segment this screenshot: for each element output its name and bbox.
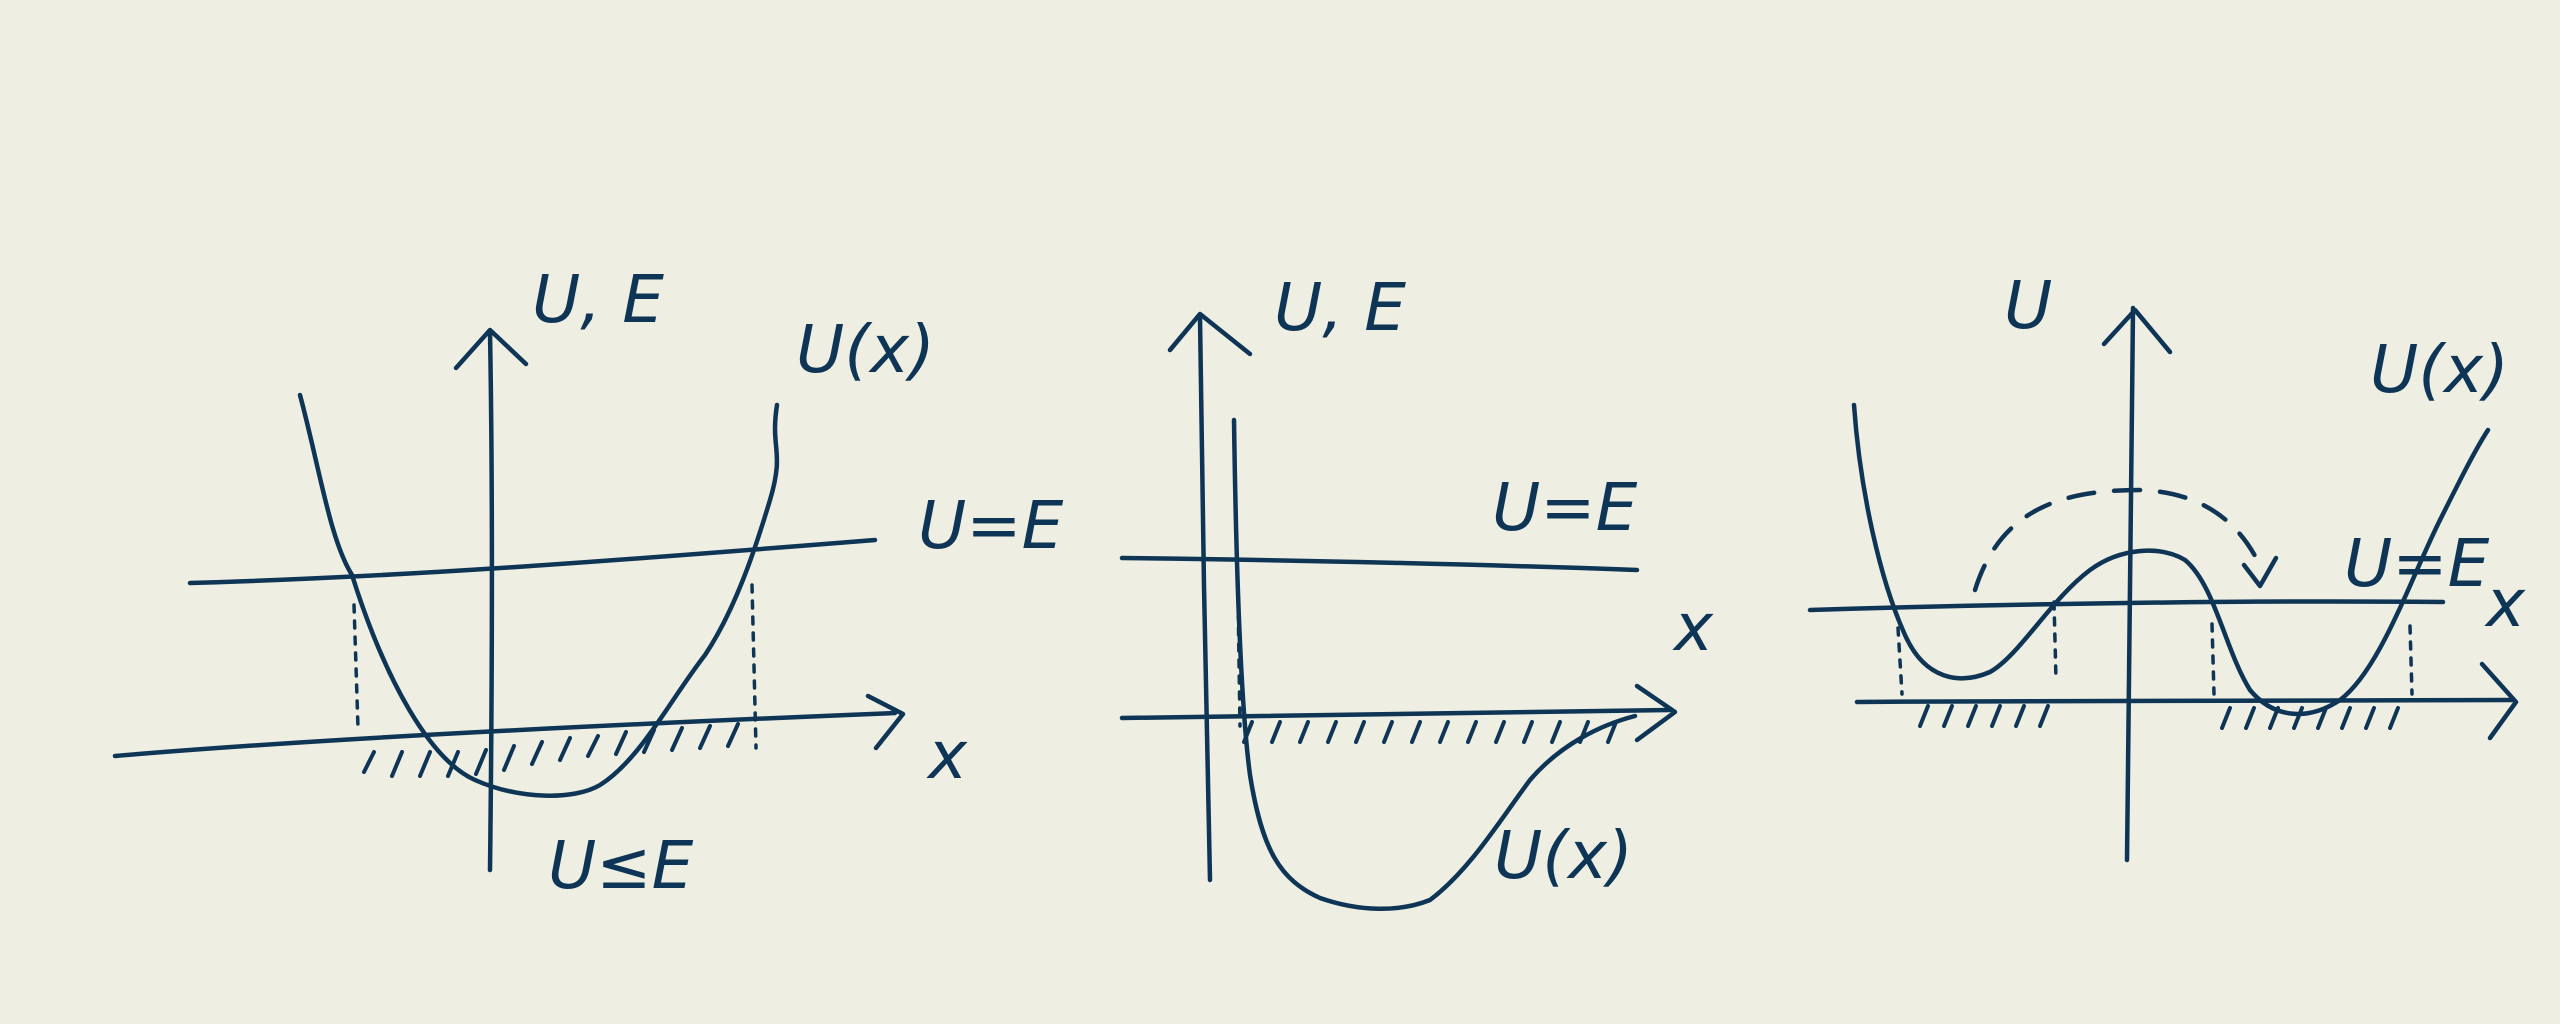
right-x-axis-label: x <box>2484 565 2526 642</box>
right-energy-line <box>1807 599 2446 613</box>
middle-x-axis <box>1119 707 1673 721</box>
right-curve-label: U(x) <box>2370 331 2509 408</box>
middle-y-axis <box>1197 315 1213 883</box>
middle-potential-curve <box>1231 417 1638 911</box>
right-turning-point-line-4 <box>2408 624 2414 696</box>
middle-allowed-region-hatch <box>1242 720 1618 744</box>
middle-x-arrowhead <box>1634 683 1678 743</box>
panel-middle: U, E U=E x U(x) <box>1119 269 1714 911</box>
left-region-label: U≤E <box>548 827 694 904</box>
right-y-axis <box>2124 305 2136 863</box>
middle-curve-label: U(x) <box>1494 817 1633 894</box>
left-curve-label: U(x) <box>796 311 935 388</box>
middle-y-arrowhead <box>1167 311 1253 357</box>
right-tunneling-arrowhead <box>2241 555 2279 589</box>
left-energy-line <box>187 537 878 586</box>
left-turning-point-line-2 <box>750 583 758 750</box>
right-y-arrowhead <box>2101 307 2173 355</box>
left-x-axis-label: x <box>926 717 968 794</box>
right-allowed-region-hatch-1 <box>1918 704 2050 728</box>
left-allowed-region-hatch <box>362 722 740 778</box>
left-energy-label: U=E <box>918 487 1064 564</box>
right-turning-point-line-3 <box>2210 622 2216 696</box>
right-turning-point-line-1 <box>1896 626 1904 696</box>
left-x-axis <box>112 710 898 759</box>
left-turning-point-line-1 <box>352 603 360 730</box>
right-x-arrowhead <box>2479 661 2519 741</box>
left-potential-curve <box>297 392 780 798</box>
middle-x-axis-label: x <box>1672 589 1714 666</box>
right-turning-point-line-2 <box>2052 600 2058 682</box>
middle-y-axis-label: U, E <box>1274 269 1406 346</box>
panel-left: U, E U(x) U=E x U≤E <box>112 261 1064 904</box>
right-tunneling-arc <box>1972 487 2265 593</box>
right-x-axis <box>1854 697 2515 705</box>
right-potential-curve <box>1851 402 2491 717</box>
left-y-axis-label: U, E <box>532 261 664 338</box>
right-allowed-region-hatch-2 <box>2220 706 2400 730</box>
left-y-arrowhead <box>453 327 529 371</box>
right-energy-label: U=E <box>2344 525 2490 602</box>
right-y-axis-label: U <box>2004 267 2052 344</box>
middle-turning-point-line <box>1236 594 1242 728</box>
middle-energy-label: U=E <box>1492 469 1638 546</box>
middle-energy-line <box>1119 555 1640 573</box>
panel-right: U U(x) U=E x <box>1807 267 2526 863</box>
left-y-axis <box>487 329 495 873</box>
left-x-arrowhead <box>865 693 906 751</box>
